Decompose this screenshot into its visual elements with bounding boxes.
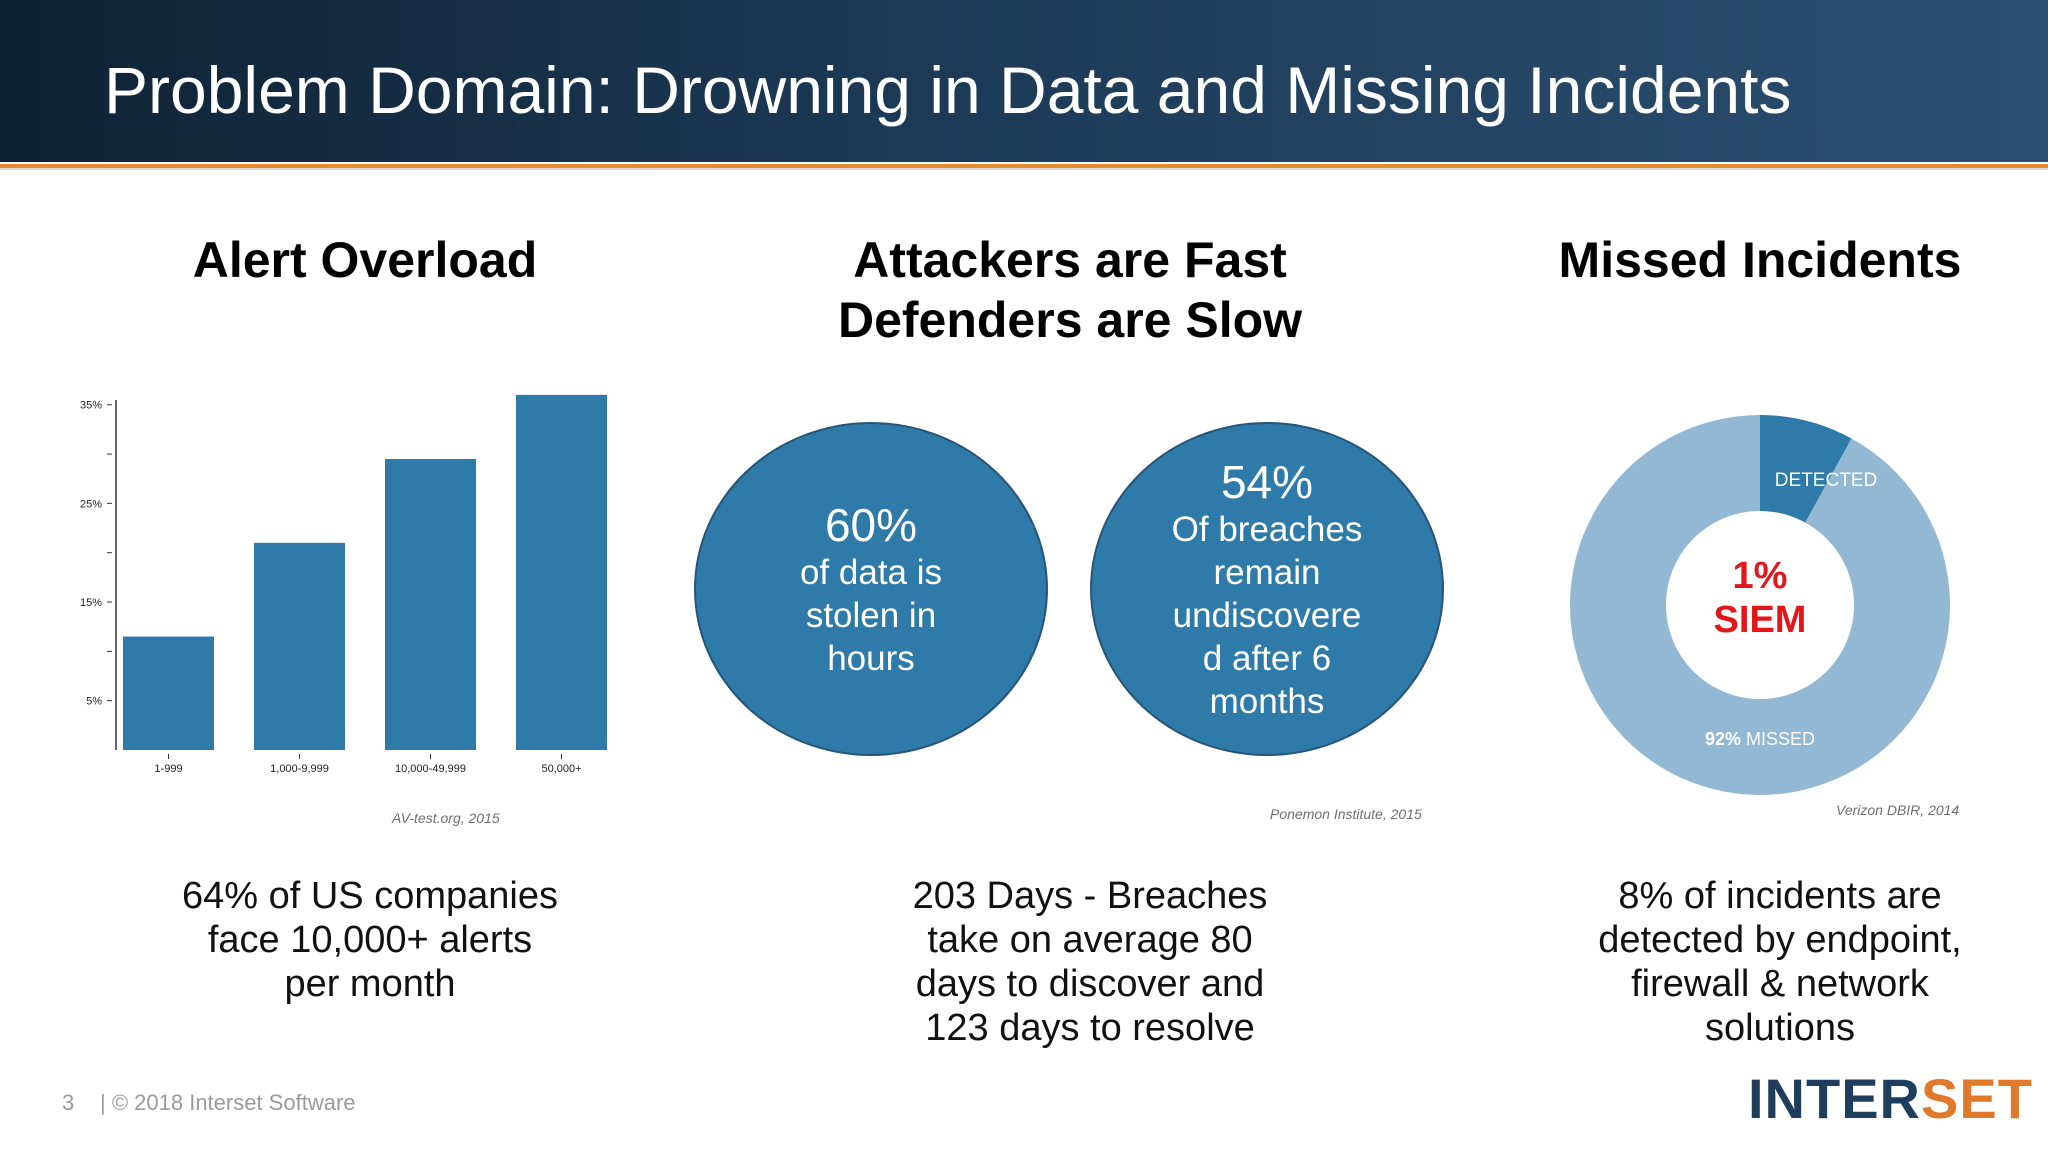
stat-circle-data-stolen: 60% of data is stolen in hours xyxy=(694,422,1048,756)
caption-line: days to discover and xyxy=(915,963,1265,1005)
donut-center-label: SIEM xyxy=(1714,599,1807,641)
stat-text-line: hours xyxy=(827,638,915,678)
heading-line: Attackers are Fast xyxy=(853,232,1287,288)
stat-text-line: months xyxy=(1209,681,1325,721)
y-tick-label: 15% xyxy=(80,597,102,609)
stat-text-line: d after 6 xyxy=(1202,638,1332,678)
slice-label-detected: DETECTED xyxy=(1775,470,1877,491)
caption-line: face 10,000+ alerts xyxy=(207,919,533,961)
caption-line: 123 days to resolve xyxy=(925,1007,1255,1049)
y-tick-label: 25% xyxy=(80,498,102,510)
x-tick-label: 1,000-9,999 xyxy=(270,763,329,775)
alert-overload-caption: 64% of US companies face 10,000+ alerts … xyxy=(110,874,630,1006)
alert-volume-bar-chart: 35% 25% 15% 5% 1-999 1,000-9,999 10,000-49,999… xyxy=(80,394,607,775)
donut-center-label: 1% xyxy=(1733,555,1788,597)
title-bar: Problem Domain: Drowning in Data and Mis… xyxy=(0,0,2048,162)
caption-line: 203 Days - Breaches xyxy=(912,875,1268,917)
caption-line: 8% of incidents are xyxy=(1618,875,1942,917)
divider-rule xyxy=(0,168,2048,170)
alert-overload-heading: Alert Overload xyxy=(192,232,538,288)
bar xyxy=(516,394,607,750)
slice-label-missed: 92% MISSED xyxy=(1705,729,1815,749)
interset-logo: INTERSET xyxy=(1748,1066,2033,1131)
copyright-text: | © 2018 Interset Software xyxy=(100,1090,356,1115)
caption-line: take on average 80 xyxy=(927,919,1253,961)
attackers-source: Ponemon Institute, 2015 xyxy=(1270,806,1422,822)
caption-line: 64% of US companies xyxy=(182,875,558,917)
stat-text-line: remain xyxy=(1213,552,1321,592)
y-tick-label: 5% xyxy=(86,696,102,708)
caption-line: firewall & network xyxy=(1631,963,1929,1005)
heading-line: Defenders are Slow xyxy=(837,292,1303,348)
page-number: 3 xyxy=(62,1090,75,1115)
missed-percent: 92% xyxy=(1705,729,1741,749)
logo-text-part1: INTER xyxy=(1748,1067,1921,1130)
donut-hole xyxy=(1666,511,1854,699)
caption-line: solutions xyxy=(1705,1007,1855,1049)
stat-text-line: Of breaches xyxy=(1171,509,1363,549)
x-tick-label: 1-999 xyxy=(154,763,182,775)
stat-value: 60% xyxy=(824,498,918,551)
missed-incidents-heading: Missed Incidents xyxy=(1558,232,1962,288)
attackers-caption: 203 Days - Breaches take on average 80 d… xyxy=(830,874,1350,1050)
attackers-heading: Attackers are Fast Defenders are Slow xyxy=(760,230,1380,350)
stat-circle-breaches-undiscovered: 54% Of breaches remain undiscovere d aft… xyxy=(1090,422,1444,756)
stat-text-line: undiscovere xyxy=(1172,595,1362,635)
stat-text-line: stolen in xyxy=(805,595,937,635)
stat-value: 54% xyxy=(1220,455,1314,508)
logo-text-part2: SET xyxy=(1921,1067,2033,1130)
caption-line: per month xyxy=(284,963,456,1005)
bar xyxy=(385,458,476,750)
accent-rule xyxy=(0,164,2048,168)
alert-chart-source: AV-test.org, 2015 xyxy=(392,810,500,826)
x-tick-label: 50,000+ xyxy=(541,763,581,775)
slide-title: Problem Domain: Drowning in Data and Mis… xyxy=(104,53,1792,127)
y-tick-label: 35% xyxy=(80,400,102,412)
bar xyxy=(254,542,345,750)
x-tick-label: 10,000-49,999 xyxy=(395,763,466,775)
caption-line: detected by endpoint, xyxy=(1598,919,1962,961)
missed-word: MISSED xyxy=(1741,729,1815,749)
stat-text-line: of data is xyxy=(799,552,943,592)
bar xyxy=(123,636,214,750)
missed-caption: 8% of incidents are detected by endpoint… xyxy=(1560,874,2000,1050)
missed-source: Verizon DBIR, 2014 xyxy=(1836,802,1960,818)
detection-donut-chart: DETECTED 92% MISSED 1%SIEM xyxy=(1570,415,1950,795)
